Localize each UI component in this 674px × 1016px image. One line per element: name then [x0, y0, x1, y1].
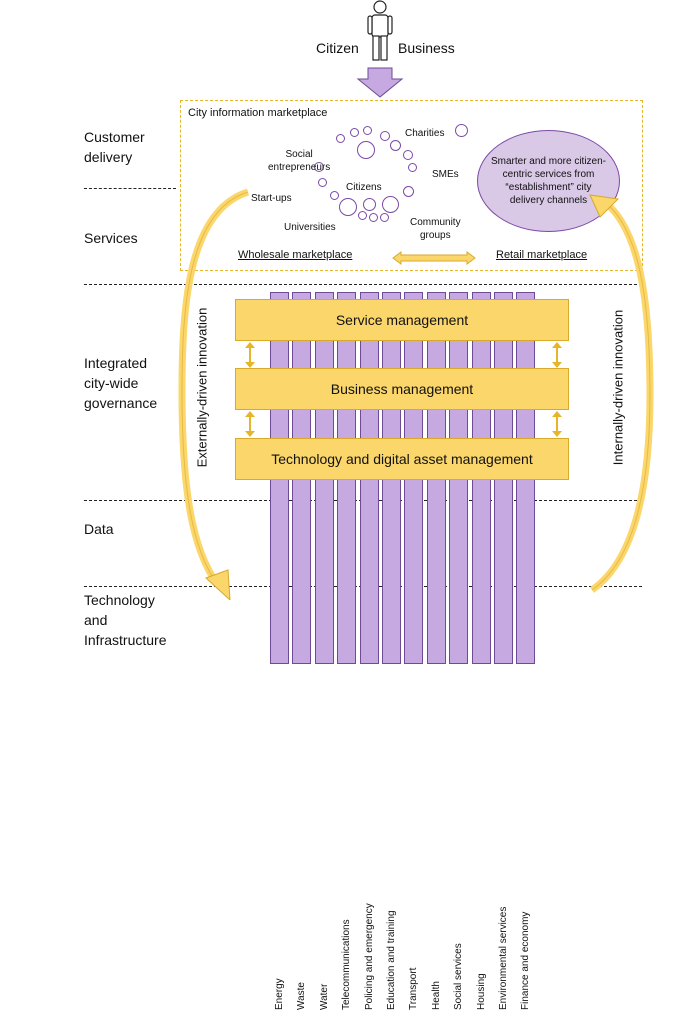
double-arrow-icon	[392, 251, 476, 265]
pillar-label: Waste	[296, 982, 307, 1010]
layer-services: Services	[84, 230, 138, 246]
cloud-label-startups: Start-ups	[251, 193, 292, 204]
external-innovation-label: Externally-driven innovation	[194, 307, 210, 468]
separator-1	[84, 188, 176, 189]
service-management-label: Service management	[335, 312, 469, 328]
retail-marketplace-label: Retail marketplace	[496, 249, 588, 261]
cloud-circle	[363, 126, 372, 135]
cloud-label-smes: SMEs	[432, 169, 459, 180]
cloud-label-citizens: Citizens	[346, 182, 382, 193]
cloud-circle	[403, 150, 413, 160]
cloud-circle	[380, 213, 389, 222]
cloud-circle	[350, 128, 359, 137]
marketplace-title: City information marketplace	[188, 107, 328, 119]
city-information-marketplace	[180, 100, 643, 271]
cloud-circle	[336, 134, 345, 143]
pillar-label: Environmental services	[498, 906, 509, 1010]
business-management-label: Business management	[330, 381, 474, 397]
technology-management-label: Technology and digital asset management	[271, 451, 533, 467]
pillar-label: Policing and emergency	[364, 903, 375, 1010]
cloud-circle	[358, 211, 367, 220]
down-arrow-icon	[356, 67, 404, 98]
separator-2	[84, 284, 642, 285]
cloud-circle	[382, 196, 399, 213]
cloud-circle	[318, 178, 327, 187]
pillar-label: Transport	[408, 967, 419, 1010]
pillar-label: Finance and economy	[520, 911, 531, 1010]
cloud-label-charities: Charities	[405, 128, 445, 139]
actor-citizen-label: Citizen	[316, 40, 359, 56]
retail-services-oval: Smarter and more citizen-centric service…	[477, 130, 620, 232]
cloud-circle	[339, 198, 357, 216]
cloud-circle	[330, 191, 339, 200]
cloud-circle	[363, 198, 376, 211]
pillar-label: Energy	[274, 978, 285, 1010]
pillar-label: Education and training	[386, 910, 397, 1010]
cloud-circle	[380, 131, 390, 141]
pillar-label: Housing	[476, 973, 487, 1010]
pillar-label: Health	[431, 981, 442, 1010]
cloud-circle	[357, 141, 375, 159]
cloud-circle	[390, 140, 401, 151]
retail-oval-text: Smarter and more citizen-centric service…	[490, 156, 607, 206]
cloud-circle	[369, 213, 378, 222]
internal-innovation-label: Internally-driven innovation	[610, 309, 626, 466]
technology-management-bar: Technology and digital asset management	[235, 438, 569, 480]
external-innovation-arrow	[178, 188, 250, 600]
cloud-circle	[403, 186, 414, 197]
pillar-label: Water	[319, 983, 330, 1010]
cloud-circle	[408, 163, 417, 172]
service-management-bar: Service management	[235, 299, 569, 341]
business-management-bar: Business management	[235, 368, 569, 410]
person-icon	[367, 0, 393, 61]
layer-data: Data	[84, 521, 114, 537]
pillar-label: Telecommunications	[341, 919, 352, 1010]
cloud-circle	[314, 162, 324, 172]
cloud-label-universities: Universities	[284, 222, 336, 233]
cloud-circle	[455, 124, 468, 137]
pillar-label: Social services	[453, 943, 464, 1010]
connector-arrows	[245, 342, 562, 437]
wholesale-marketplace-label: Wholesale marketplace	[238, 249, 353, 261]
internal-innovation-arrow	[589, 194, 654, 593]
actor-business-label: Business	[398, 40, 455, 56]
